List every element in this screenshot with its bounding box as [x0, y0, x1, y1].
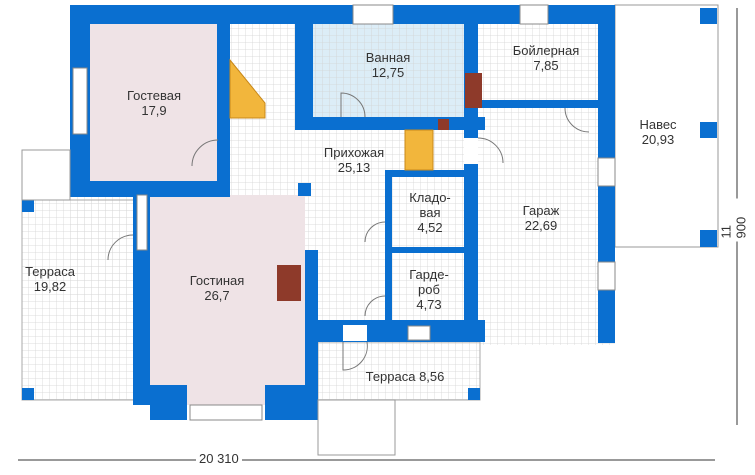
door-opening: [464, 138, 478, 164]
doors: [107, 92, 590, 371]
windows: [72, 4, 616, 421]
guest-room-floor: [90, 24, 217, 181]
depth-dimension: 11 900: [718, 198, 749, 242]
room-label-terrasa-front: Терраса 8,56: [365, 369, 445, 384]
terrace-left-floor: [21, 199, 135, 401]
stove: [277, 73, 482, 301]
door-opening: [343, 325, 367, 341]
exterior-stairs: [21, 149, 396, 456]
width-dimension: 20 310: [196, 451, 242, 466]
interior-stair: [229, 58, 266, 119]
bath-floor: [313, 24, 464, 117]
living-room-floor: [150, 195, 305, 405]
interior-steps: [404, 129, 434, 171]
